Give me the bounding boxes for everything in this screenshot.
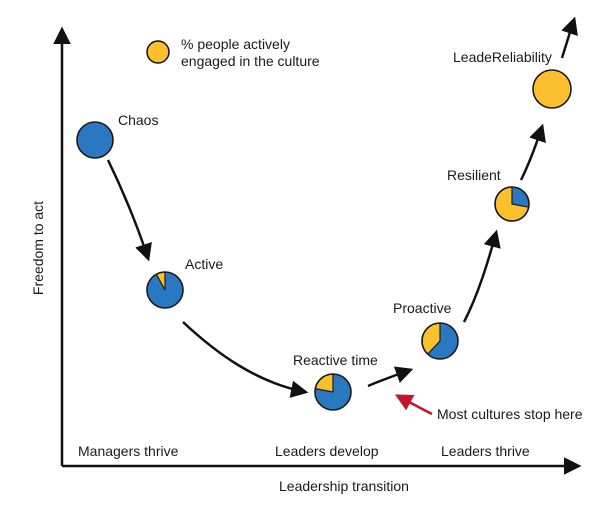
stage-label-chaos: Chaos — [118, 112, 159, 128]
stage-label-proactive: Proactive — [393, 300, 452, 316]
zone-managers-thrive: Managers thrive — [78, 443, 179, 459]
pie-chaos — [76, 121, 114, 159]
pie-active — [146, 271, 184, 309]
arrow-beyond-reliability — [560, 16, 578, 59]
stage-label-reactive-time: Reactive time — [293, 352, 378, 368]
stage-label-leadereliability: LeadeReliability — [453, 49, 552, 65]
callout-text: Most cultures stop here — [437, 406, 583, 422]
pie-base — [533, 70, 571, 108]
pie-outline — [421, 322, 459, 360]
legend-yellow-circle-icon — [146, 40, 170, 64]
pie-outline — [76, 121, 114, 159]
pie-base — [77, 122, 113, 158]
pie-resilient — [494, 186, 530, 222]
arrow-reactive-to-proactive — [367, 366, 414, 388]
pie-proactive — [421, 322, 459, 360]
x-axis-title: Leadership transition — [279, 478, 409, 494]
arrow-resilient-to-reliability — [519, 123, 546, 181]
pie-outline — [494, 186, 530, 222]
arrow-active-to-reactive — [182, 321, 309, 398]
legend-line-1: % people actively — [181, 36, 290, 52]
pie-outline — [314, 373, 352, 411]
pie-outline — [146, 271, 184, 309]
stage-label-resilient: Resilient — [447, 167, 501, 183]
zone-leaders-develop: Leaders develop — [275, 443, 379, 459]
pie-reactive-time — [314, 373, 352, 411]
arrow-chaos-to-active — [106, 159, 152, 262]
legend: % people actively engaged in the culture — [181, 36, 320, 70]
zone-leaders-thrive: Leaders thrive — [441, 443, 530, 459]
pie-leadereliability — [532, 69, 572, 109]
callout-arrow — [394, 394, 433, 416]
stage-label-active: Active — [185, 256, 224, 272]
arrow-proactive-to-resilient — [462, 229, 501, 323]
pie-outline — [532, 69, 572, 109]
legend-line-2: engaged in the culture — [181, 53, 320, 69]
y-axis-title: Freedom to act — [30, 200, 46, 296]
